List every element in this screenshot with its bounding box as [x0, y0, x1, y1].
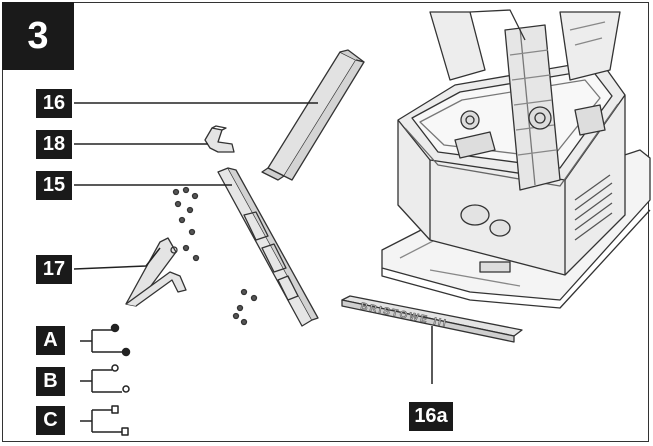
decal-text: BRISTOWE III — [359, 301, 448, 329]
part-17-tongs — [125, 237, 187, 307]
label-part-17: 17 — [36, 255, 72, 284]
leader-lines — [73, 102, 433, 384]
screw-symbol-a — [80, 323, 131, 357]
step-number-badge: 3 — [2, 2, 74, 70]
label-part-15: 15 — [36, 171, 72, 200]
screw-symbol-c — [80, 405, 129, 436]
part-16-panel — [261, 49, 365, 181]
label-part-16: 16 — [36, 89, 72, 118]
loose-screws — [172, 186, 258, 326]
label-screw-c: C — [36, 406, 65, 435]
machine-assembly — [381, 9, 651, 309]
part-15-rail — [217, 167, 319, 327]
label-screw-a: A — [36, 326, 65, 355]
label-part-18: 18 — [36, 130, 72, 159]
part-16a-strip — [341, 295, 523, 343]
screw-symbol-b — [80, 364, 130, 393]
label-part-16a: 16a — [409, 402, 453, 431]
label-screw-b: B — [36, 367, 65, 396]
part-18-bracket — [204, 125, 235, 153]
